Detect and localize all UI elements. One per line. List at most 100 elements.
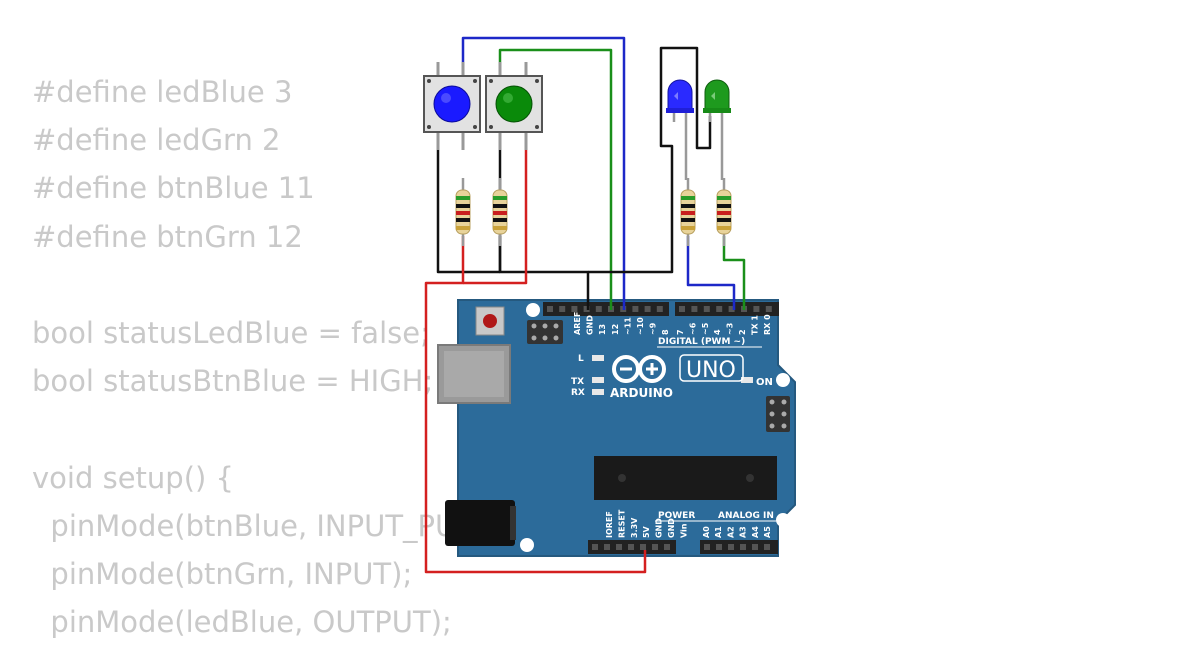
- push-button-blue[interactable]: [423, 62, 481, 150]
- code-line: #define btnGrn 12: [32, 219, 303, 254]
- led-indicator-l: [592, 355, 604, 361]
- header-pin[interactable]: [628, 544, 634, 550]
- wire-ground-led-green[interactable]: [695, 116, 712, 150]
- code-line: #define ledBlue 3: [32, 75, 293, 109]
- header-pin[interactable]: [664, 544, 670, 550]
- pin-label: RX 0: [763, 314, 772, 335]
- led-blue[interactable]: [666, 79, 694, 180]
- push-button-green[interactable]: [485, 62, 543, 150]
- resistor-led-blue[interactable]: [680, 178, 696, 246]
- mounting-hole: [526, 303, 540, 317]
- mounting-hole: [776, 373, 790, 387]
- wire-5v-green-button[interactable]: [463, 136, 528, 285]
- pin-label: ~3: [726, 323, 735, 335]
- code-line: #define btnBlue 11: [32, 171, 315, 206]
- digital-header-right: [675, 302, 779, 316]
- header-pin[interactable]: [583, 306, 590, 312]
- header-pin[interactable]: [716, 544, 722, 550]
- header-pin[interactable]: [753, 306, 760, 312]
- code-line: bool statusLedBlue = false;: [32, 315, 430, 350]
- header-pin[interactable]: [559, 306, 566, 312]
- header-pin[interactable]: [716, 306, 723, 312]
- pin-label: IOREF: [605, 511, 614, 538]
- atmega-chip: [594, 456, 777, 500]
- wire-blue-led-to-pin3[interactable]: [686, 236, 736, 310]
- pin-label: AREF: [573, 312, 582, 335]
- pin-label: 12: [611, 324, 620, 335]
- pin-label: GND: [655, 518, 664, 538]
- header-pin[interactable]: [571, 306, 578, 312]
- wire-5v-supply[interactable]: [424, 236, 647, 574]
- pin-label: ~5: [701, 322, 710, 335]
- pin-label: ~6: [688, 322, 697, 335]
- digital-header-left: [543, 302, 669, 316]
- model-badge: [679, 354, 744, 382]
- mounting-hole: [520, 538, 534, 552]
- pin-label: TX 1: [750, 315, 759, 335]
- pin-label: Vin: [679, 523, 688, 538]
- header-pin[interactable]: [547, 306, 553, 312]
- pin-label: A0: [702, 526, 711, 538]
- icsp-header: [527, 320, 563, 344]
- led-label-rx: RX: [571, 388, 585, 398]
- circuit-diagram: L TX RX ON ARDUINO UNO DIGITAL (PWM ~) P…: [423, 36, 796, 574]
- pin-label: 8: [661, 329, 670, 335]
- pin-label: RESET: [617, 509, 626, 538]
- header-pin[interactable]: [652, 544, 658, 550]
- header-pin[interactable]: [604, 544, 610, 550]
- icsp-header-right: [766, 396, 790, 432]
- pin-label: 2: [738, 329, 747, 335]
- header-pin[interactable]: [656, 306, 663, 312]
- pin-label: A2: [726, 526, 735, 538]
- wire-ground-led-loop[interactable]: [588, 46, 699, 274]
- header-pin[interactable]: [632, 306, 639, 312]
- reset-button[interactable]: [475, 306, 505, 336]
- pin-label: GND: [586, 315, 595, 335]
- resistor-button-green[interactable]: [492, 178, 508, 246]
- header-pin[interactable]: [592, 544, 598, 550]
- pin-label: 13: [598, 324, 607, 335]
- power-label: POWER: [658, 511, 695, 521]
- pin-label: GND: [667, 518, 676, 538]
- header-pin[interactable]: [765, 306, 772, 312]
- resistor-button-blue[interactable]: [455, 178, 471, 246]
- pin-label: A4: [751, 526, 760, 538]
- wire-blue-button-to-pin11[interactable]: [461, 36, 626, 310]
- header-pin[interactable]: [752, 544, 758, 550]
- header-pin[interactable]: [616, 544, 622, 550]
- pin-label: ~9: [649, 322, 658, 335]
- pin-label: ~11: [623, 317, 632, 335]
- header-pin[interactable]: [595, 306, 602, 312]
- header-pin[interactable]: [704, 544, 710, 550]
- code-line: #define ledGrn 2: [32, 123, 281, 158]
- digital-label: DIGITAL (PWM ~): [658, 337, 745, 347]
- header-pin[interactable]: [740, 544, 746, 550]
- header-pin[interactable]: [691, 306, 698, 312]
- header-pin[interactable]: [728, 544, 734, 550]
- header-pin[interactable]: [640, 544, 646, 550]
- pin-label: 5V: [642, 525, 651, 538]
- header-pin[interactable]: [764, 544, 770, 550]
- code-line: void setup() {: [32, 460, 234, 495]
- led-indicator-tx: [592, 377, 604, 383]
- wire-ground-button-blue[interactable]: [436, 136, 500, 274]
- led-indicator-rx: [592, 389, 604, 395]
- header-pin[interactable]: [644, 306, 651, 312]
- wire-green-led-to-pin2[interactable]: [722, 236, 746, 310]
- resistor-led-green[interactable]: [716, 178, 732, 246]
- mounting-hole: [776, 513, 790, 527]
- arduino-logo-icon: [612, 355, 666, 383]
- header-pin[interactable]: [679, 306, 685, 312]
- code-line: pinMode(btnGrn, INPUT);: [32, 556, 413, 591]
- led-indicator-on: [741, 377, 753, 383]
- analog-label: ANALOG IN: [718, 511, 774, 521]
- code-line: bool statusBtnBlue = HIGH;: [32, 364, 434, 399]
- header-pin[interactable]: [728, 306, 735, 312]
- arduino-uno-board[interactable]: L TX RX ON ARDUINO UNO DIGITAL (PWM ~) P…: [437, 299, 796, 557]
- pin-label: 7: [676, 329, 685, 335]
- header-pin[interactable]: [703, 306, 710, 312]
- led-green[interactable]: [703, 79, 731, 180]
- brand-label: ARDUINO: [610, 386, 673, 400]
